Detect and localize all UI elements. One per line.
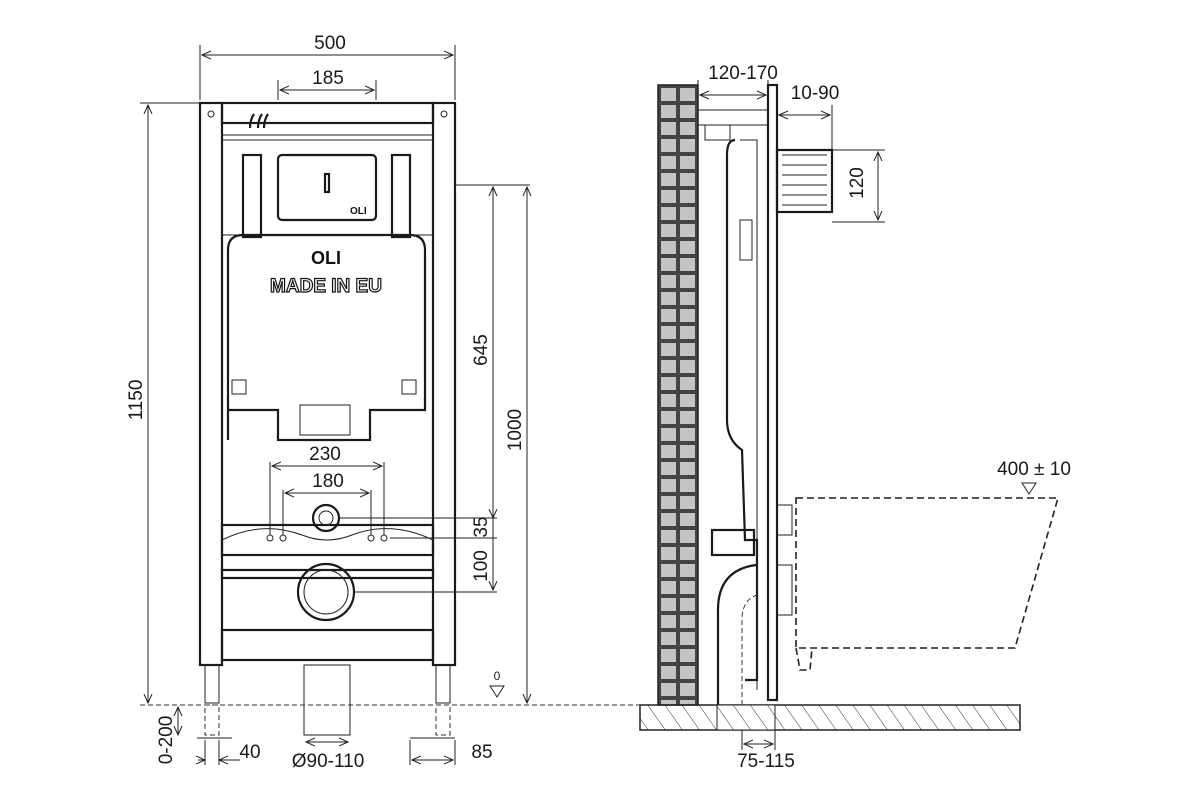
level-marker-icon — [489, 685, 505, 698]
dim-645: 645 — [471, 334, 492, 366]
drain-pipe — [303, 664, 351, 736]
dim-180: 180 — [312, 471, 344, 492]
dim-100: 100 — [471, 550, 492, 582]
brand-small: OLI — [350, 206, 367, 217]
water-inlet-icon — [248, 113, 269, 129]
front-frame: OLI OLI MADE IN EU — [197, 101, 457, 739]
dim-40: 40 — [239, 742, 260, 763]
dim-1000: 1000 — [505, 409, 526, 451]
tiled-wall — [657, 84, 699, 706]
brand-logo: OLI — [311, 248, 341, 268]
cistern — [226, 233, 427, 442]
side-view — [639, 83, 1060, 731]
dim-width-500: 500 — [314, 33, 346, 54]
drain-outlet — [296, 562, 356, 622]
floor-level-zero: 0 — [494, 669, 501, 683]
dim-120-170: 120-170 — [708, 63, 778, 84]
dim-230: 230 — [309, 444, 341, 465]
front-panel — [766, 83, 779, 702]
dim-pipe-diameter: Ø90-110 — [292, 751, 365, 772]
dim-35: 35 — [471, 516, 492, 537]
dim-height-1150: 1150 — [126, 380, 147, 421]
floor-hatch — [639, 704, 1021, 731]
dim-seat-height: 400 ± 10 — [997, 459, 1071, 480]
flush-plate-opening — [276, 153, 378, 222]
side-dimensions: 120-170 10-90 120 400 ± 10 75-115 — [697, 63, 1071, 772]
dim-120: 120 — [847, 167, 868, 199]
dim-185: 185 — [312, 68, 344, 89]
seat-level-marker-icon — [1021, 482, 1037, 495]
front-dimensions: 500 185 1150 645 1000 35 100 230 180 0 0… — [126, 33, 530, 772]
dim-75-115: 75-115 — [737, 751, 795, 772]
dim-leg-0-200: 0-200 — [156, 716, 177, 765]
dim-85: 85 — [471, 742, 492, 763]
toilet-bowl-outline — [795, 497, 1060, 649]
made-in-eu-label: MADE IN EU — [270, 276, 382, 297]
flush-button-box — [775, 148, 834, 214]
dim-10-90: 10-90 — [791, 83, 840, 104]
